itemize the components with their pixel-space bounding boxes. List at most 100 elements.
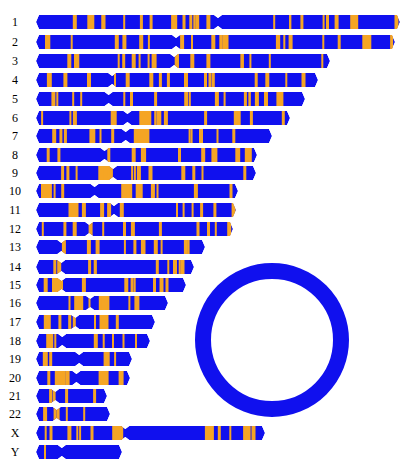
chromosome-body [36, 35, 395, 49]
chromosome-band [134, 296, 139, 310]
chromosome-band [252, 426, 256, 440]
chromosome-band [54, 184, 56, 198]
chromosome-label: 7 [3, 129, 27, 143]
chromosome-band [197, 222, 200, 236]
chromosome-band [102, 222, 104, 236]
chromosome-band [180, 35, 184, 49]
chromosome [36, 73, 318, 87]
chromosome-band [51, 92, 55, 106]
chromosome-body [36, 389, 107, 403]
chromosome-band [47, 371, 50, 385]
chromosome-label: 11 [3, 203, 27, 217]
chromosome-band [49, 352, 52, 366]
chromosome-band [100, 203, 104, 217]
chromosome-band [338, 35, 341, 49]
chromosome-band [47, 73, 50, 87]
chromosome-band [227, 222, 231, 236]
chromosome-band [159, 73, 162, 87]
chromosome-band [54, 334, 56, 348]
chromosome-band [45, 35, 48, 49]
chromosome [36, 352, 132, 366]
chromosome [36, 389, 107, 403]
chromosome-band [174, 15, 177, 29]
chromosome-band [57, 148, 60, 162]
chromosome-band [82, 278, 86, 292]
chromosome-body [36, 148, 257, 162]
chromosome [36, 240, 205, 254]
chromosome [36, 315, 155, 329]
chromosome-band [43, 352, 48, 366]
chromosome-band [99, 371, 109, 385]
chromosome-band [362, 35, 371, 49]
chromosome [36, 203, 236, 217]
chromosome [36, 129, 272, 143]
chromosome-band [123, 334, 125, 348]
chromosome-band [136, 184, 143, 198]
chromosome [36, 334, 150, 348]
chromosome-band [115, 35, 119, 49]
chromosome-band [255, 73, 258, 87]
chromosome-band [103, 166, 107, 180]
chromosome-band [75, 54, 79, 68]
chromosome-band [41, 111, 43, 125]
chromosome-band [132, 148, 136, 162]
chromosome-label: 22 [3, 407, 27, 421]
chromosome-band [124, 278, 128, 292]
chromosome-band [148, 111, 151, 125]
chromosome-body [36, 203, 236, 217]
chromosome-band [151, 184, 155, 198]
chromosome-body [36, 445, 122, 459]
chromosome-label: 21 [3, 389, 27, 403]
chromosome-band [273, 15, 275, 29]
chromosome-band [149, 166, 153, 180]
chromosome-label: 14 [3, 260, 27, 274]
chromosome-band [63, 222, 66, 236]
chromosome-band [73, 111, 77, 125]
chromosome-band [132, 54, 136, 68]
chromosome-band [103, 334, 105, 348]
chromosome-band [94, 315, 96, 329]
chromosome-band [139, 35, 143, 49]
chromosome-body [36, 184, 238, 198]
chromosome-label: 19 [3, 352, 27, 366]
chromosome-band [249, 92, 251, 106]
chromosome-body [36, 129, 272, 143]
chromosome-band [245, 148, 248, 162]
chromosome-band [41, 184, 50, 198]
chromosome-band [240, 54, 243, 68]
chromosome [36, 184, 238, 198]
chromosome-body [36, 315, 155, 329]
chromosome-band [131, 278, 134, 292]
chromosome-band [69, 111, 71, 125]
chromosome-band [335, 15, 339, 29]
chromosome [36, 166, 256, 180]
chromosome-band [390, 35, 393, 49]
chromosome [36, 407, 110, 421]
chromosome-label: 13 [3, 240, 27, 254]
chromosome-band [226, 35, 229, 49]
chromosome [36, 260, 194, 274]
chromosome-band [202, 166, 204, 180]
chromosome-band [67, 426, 71, 440]
chromosome-band [211, 35, 215, 49]
chromosome-band [206, 15, 210, 29]
chromosome-band [53, 389, 56, 403]
chromosome-band [218, 426, 221, 440]
chromosome-band [189, 129, 191, 143]
chromosome-band [395, 15, 399, 29]
chromosome-band [166, 278, 169, 292]
chromosome-band [205, 426, 214, 440]
chromosome-band [88, 260, 91, 274]
chromosome-band [114, 352, 116, 366]
chromosome-band [215, 222, 217, 236]
chromosome-band [44, 315, 51, 329]
chromosome-band [73, 15, 77, 29]
chromosome-band [123, 15, 125, 29]
chromosome-band [181, 166, 185, 180]
chromosome-band [95, 260, 97, 274]
chromosome-band [44, 278, 48, 292]
chromosome-band [80, 92, 82, 106]
chromosome-band [322, 35, 324, 49]
chromosome-body [36, 73, 318, 87]
chromosome-band [134, 278, 136, 292]
